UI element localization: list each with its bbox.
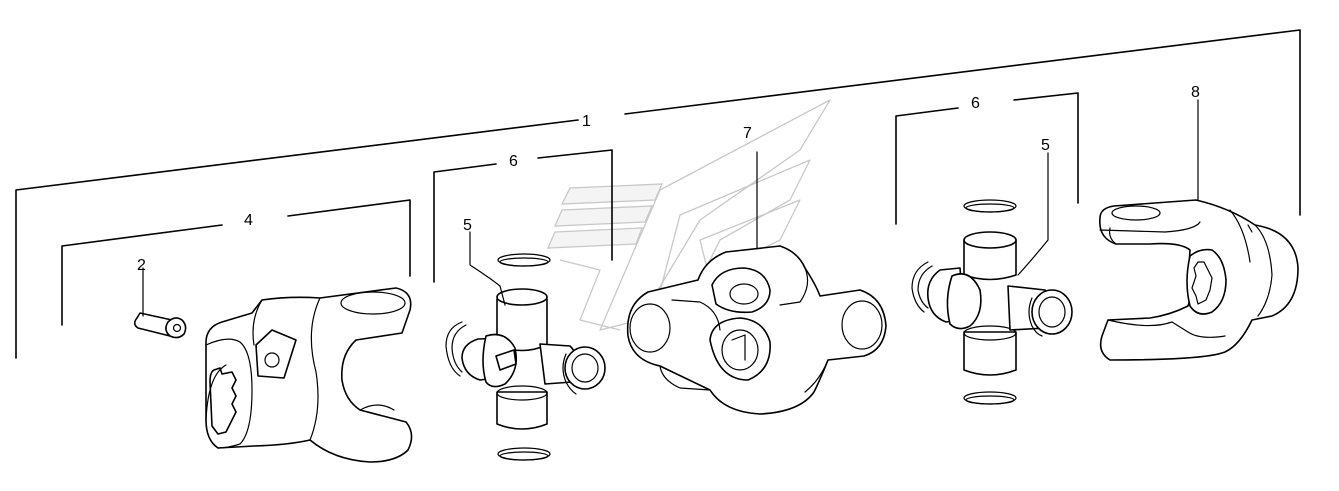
callout-5-left: 5 [463,217,472,234]
callout-2: 2 [137,257,146,274]
spider-cross-part-5-right [926,152,1073,376]
yoke-part-8 [1099,99,1299,361]
callout-1: 1 [582,113,591,130]
callout-6-right: 6 [971,95,980,112]
bracket-spider-kit-6-right [895,92,1079,225]
callout-7: 7 [743,125,752,142]
callout-6-left: 6 [509,153,518,170]
watermark-logo [546,99,831,331]
center-housing-part-7 [626,151,887,415]
bracket-assembly-1 [15,29,1301,359]
snap-rings-right [911,199,1043,405]
bracket-spider-kit-6-left [433,149,613,283]
yoke-part-4 [205,287,413,463]
callout-4: 4 [244,212,253,229]
snap-rings-left [445,253,577,461]
callout-8: 8 [1191,84,1200,101]
bracket-yoke-4 [61,199,411,326]
spider-cross-part-5-left [461,231,606,430]
callout-5-right: 5 [1041,137,1050,154]
bolt-part-2 [133,267,187,339]
